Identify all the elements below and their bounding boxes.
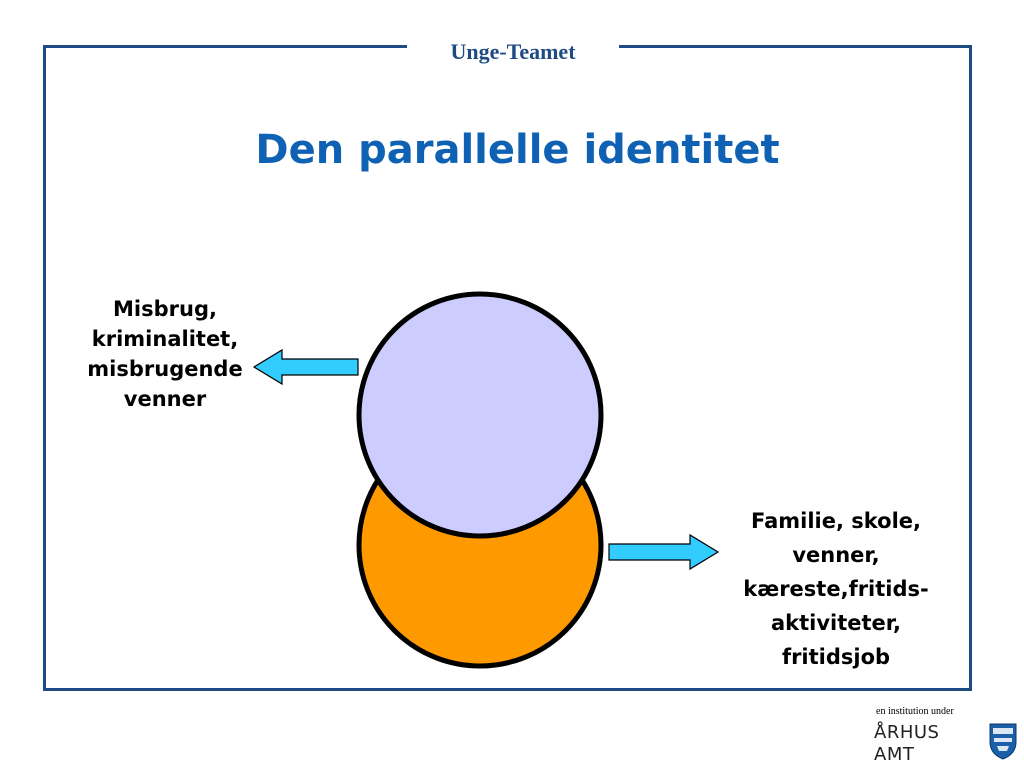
- right-description-line: fritidsjob: [781, 645, 891, 669]
- right-description-line: aktiviteter,: [770, 611, 902, 635]
- left-description-line: Misbrug,: [113, 297, 217, 321]
- right-description-line: venner,: [792, 543, 880, 567]
- left-description-line: venner: [123, 387, 207, 411]
- shield-emblem-icon: [989, 723, 1017, 760]
- right-arrow: [608, 533, 720, 571]
- right-description: Familie, skole, venner, kæreste,fritids-…: [705, 504, 967, 674]
- right-description-line: Familie, skole,: [750, 509, 922, 533]
- header-label: Unge-Teamet: [407, 34, 619, 70]
- right-description-line: kæreste,fritids-: [743, 577, 929, 601]
- footer-logo-text: ÅRHUS AMT: [874, 722, 940, 765]
- left-description: Misbrug, kriminalitet, misbrugende venne…: [70, 294, 260, 414]
- left-description-line: kriminalitet,: [91, 327, 239, 351]
- slide-title: Den parallelle identitet: [255, 127, 780, 173]
- footer-caption: en institution under: [876, 706, 954, 717]
- left-description-line: misbrugende: [87, 357, 243, 381]
- top-circle: [356, 291, 604, 539]
- left-arrow: [252, 348, 359, 386]
